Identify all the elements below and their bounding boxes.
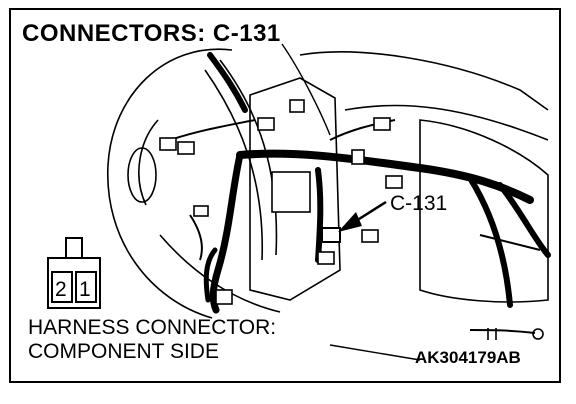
small-connector-11: [215, 289, 233, 305]
ground-wire: [469, 329, 536, 334]
thin-wire-1: [169, 119, 256, 141]
dashboard-lower-edge: [344, 104, 549, 141]
pin-cavity-1: [75, 271, 97, 303]
side-label-leader: [329, 344, 421, 361]
steering-column-line: [204, 69, 264, 261]
harness-lower-left: [203, 247, 218, 303]
column-shroud: [249, 77, 341, 301]
dashboard-top-edge: [299, 51, 549, 111]
pin-label-1: 1: [79, 278, 91, 301]
small-connector-7: [385, 175, 403, 189]
connector-face: [47, 237, 101, 309]
harness-branch-left: [209, 151, 244, 314]
thin-wire-3: [189, 214, 203, 261]
connector-side-label-line1: HARNESS CONNECTOR:: [28, 316, 277, 339]
steering-wheel-outline: [107, 48, 233, 319]
small-connector-2: [177, 141, 195, 155]
small-connector-9: [361, 229, 379, 243]
steering-hub-ring: [127, 147, 157, 203]
harness-branch-far-right: [497, 182, 551, 258]
small-connector-1: [159, 137, 177, 151]
ground-bracket: [487, 328, 497, 340]
harness-branch-right: [467, 175, 513, 308]
small-connector-6: [351, 149, 365, 165]
title-leader-line: [281, 43, 331, 136]
diagram-title: CONNECTORS: C-131: [22, 20, 281, 47]
small-connector-3: [257, 117, 275, 131]
diagram-border: [9, 8, 561, 383]
c131-leader-arrow: [338, 200, 387, 232]
connector-side-label: HARNESS CONNECTOR: COMPONENT SIDE: [28, 316, 276, 365]
small-connector-10: [317, 251, 335, 265]
glovebox-outline: [419, 119, 549, 303]
connector-callout-label: C-131: [390, 192, 448, 215]
harness-branch-mid: [315, 167, 324, 263]
ground-terminal: [532, 328, 544, 340]
c131-connector-body: [321, 227, 341, 243]
harness-upper-loop: [207, 52, 248, 113]
connector-side-label-line2: COMPONENT SIDE: [28, 340, 219, 364]
steering-wheel-inner: [138, 119, 159, 206]
thin-wire-4: [479, 234, 541, 251]
small-connector-4: [289, 99, 305, 113]
connector-lock-tab: [65, 237, 83, 258]
steering-column-line-2: [219, 59, 278, 256]
figure-code: AK304179AB: [415, 348, 521, 367]
pin-label-2: 2: [55, 278, 67, 301]
small-connector-8: [193, 205, 209, 217]
small-connector-5: [373, 117, 391, 131]
pin-cavity-2: [51, 271, 73, 303]
relay-block: [271, 171, 311, 213]
